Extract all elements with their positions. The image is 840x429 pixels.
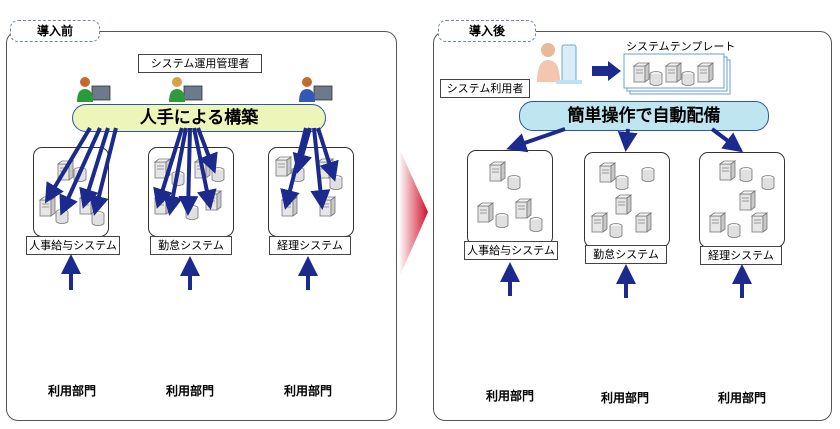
user-label: システム利用者 <box>440 79 530 98</box>
before-dept-label-1: 利用部門 <box>47 384 96 398</box>
after-system-label-3: 経理システム <box>700 246 782 265</box>
after-dept-label-1: 利用部門 <box>485 389 534 403</box>
after-system-label-2: 勤怠システム <box>585 245 667 264</box>
before-dept-label-3: 利用部門 <box>283 384 332 398</box>
before-system-frame-3 <box>268 147 354 237</box>
admin-label: システム運用管理者 <box>138 54 262 73</box>
before-tag: 導入前 <box>10 20 100 42</box>
transition-arrow <box>399 148 428 278</box>
manual-build-bar: 人手による構築 <box>72 104 326 132</box>
auto-deploy-bar: 簡単操作で自動配備 <box>519 101 769 131</box>
after-dept-label-3: 利用部門 <box>717 391 766 405</box>
after-system-frame-1 <box>467 150 553 246</box>
after-system-frame-3 <box>699 152 785 248</box>
before-system-label-2: 勤怠システム <box>150 236 232 255</box>
template-label: システムテンプレート <box>626 40 736 53</box>
after-tag: 導入後 <box>438 20 536 42</box>
before-system-frame-2 <box>148 147 234 237</box>
before-system-label-1: 人事給与システム <box>26 236 120 255</box>
before-system-label-3: 経理システム <box>269 236 351 255</box>
after-system-frame-2 <box>584 152 670 248</box>
before-dept-label-2: 利用部門 <box>165 384 214 398</box>
before-system-frame-1 <box>33 147 109 237</box>
after-dept-label-2: 利用部門 <box>600 391 649 405</box>
after-system-label-1: 人事給与システム <box>464 241 558 260</box>
